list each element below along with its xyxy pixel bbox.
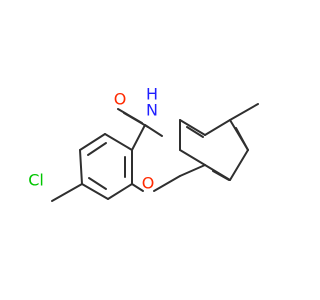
- bond-right-ring-2: [204, 119, 231, 136]
- bond-left-ring-double-3: [88, 177, 107, 190]
- bond-right-ring-double-1: [186, 126, 204, 138]
- bond-left-ring-double-1: [87, 142, 107, 156]
- bond-ether-right: [153, 175, 181, 192]
- bond-ether-left: [131, 183, 144, 192]
- bond-carbonyl-double-b: [123, 112, 149, 128]
- bond-right-ring-double-3: [212, 170, 230, 181]
- bond-right-ring-4: [229, 149, 249, 181]
- amide-nitrogen-label: N: [146, 101, 158, 120]
- chlorine-label: Cl: [28, 171, 44, 190]
- bond-left-ring-2: [104, 133, 133, 151]
- bond-left-ring-6: [79, 149, 83, 185]
- atom-labels: O H N O Cl: [28, 85, 158, 193]
- bond-left-ring-5: [81, 183, 109, 200]
- bond-right-ring-1: [179, 119, 206, 136]
- carbonyl-oxygen-label: O: [114, 90, 127, 109]
- bond-methyl: [229, 103, 259, 121]
- bond-chlorine: [51, 183, 83, 202]
- bond-left-ring-1: [79, 133, 106, 151]
- ether-oxygen-label: O: [142, 174, 155, 193]
- amide-hydrogen-label: H: [146, 85, 158, 104]
- structure-canvas: O H N O Cl: [28, 84, 259, 202]
- bond-amide-n: [144, 124, 163, 137]
- bond-ether-to-right-ring: [179, 164, 206, 177]
- bond-right-ring-6: [179, 149, 206, 166]
- molecule-diagram: O H N O Cl: [28, 85, 259, 202]
- bond-carbonyl-single: [131, 124, 146, 151]
- bond-right-ring-double-2: [235, 127, 249, 151]
- bond-layer: [51, 103, 259, 202]
- bond-left-ring-4: [107, 183, 133, 200]
